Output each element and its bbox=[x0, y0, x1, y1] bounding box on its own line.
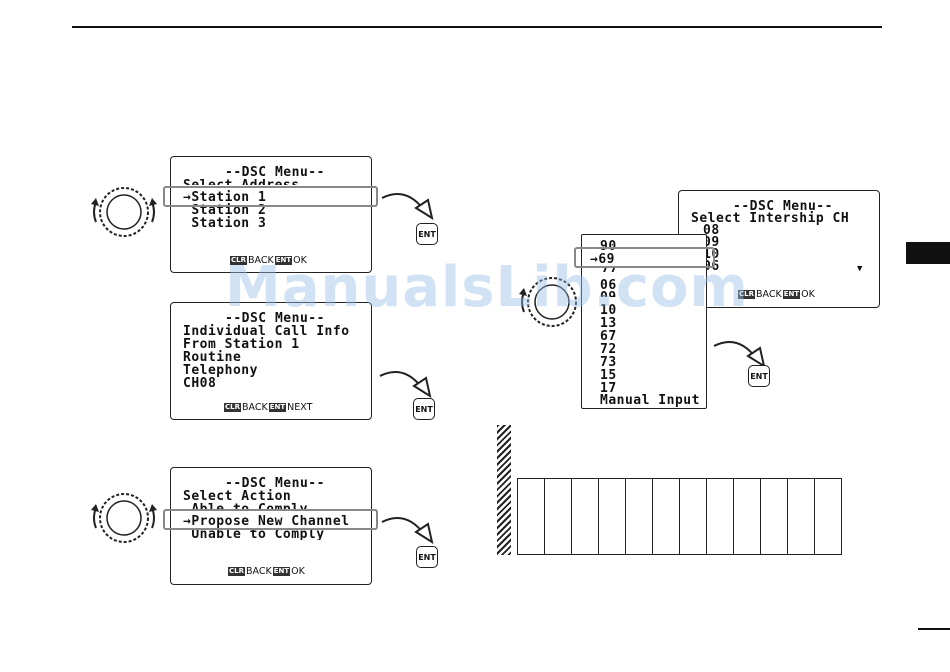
dial-knob-icon bbox=[519, 277, 577, 327]
screen-line: Telephony bbox=[183, 363, 258, 378]
screen-line: Individual Call Info bbox=[183, 324, 350, 339]
ent-key: ENT bbox=[748, 365, 770, 387]
screen-title: --DSC Menu-- bbox=[225, 311, 325, 326]
channel-list-panel: 90 →69 77 06 09 10 13 67 72 73 15 17 Man… bbox=[581, 234, 707, 409]
ent-key: ENT bbox=[416, 546, 438, 568]
list-item: 06 bbox=[600, 278, 617, 293]
section-tab bbox=[906, 242, 950, 264]
header-rule bbox=[72, 26, 882, 28]
list-item: Manual Input bbox=[600, 393, 700, 408]
screen-line: Able to Comply bbox=[183, 503, 308, 510]
list-item: 67 bbox=[600, 329, 617, 344]
scroll-indicator-icon: ▼ bbox=[857, 264, 863, 274]
lcd-screen-select-action: --DSC Menu-- Select Action Able to Compl… bbox=[170, 467, 372, 585]
screen-line: Station 2 bbox=[183, 203, 267, 218]
grid-cell bbox=[653, 479, 680, 554]
screen-title: --DSC Menu-- bbox=[225, 476, 325, 491]
grid-cell bbox=[518, 479, 545, 554]
screen-line: 08 bbox=[703, 223, 720, 238]
list-item: 17 bbox=[600, 381, 617, 396]
selection-highlight bbox=[163, 509, 378, 530]
list-item: 09 bbox=[600, 291, 617, 297]
screen-line: From Station 1 bbox=[183, 337, 300, 352]
screen-line: Select Address bbox=[183, 179, 300, 185]
curved-arrow-icon bbox=[713, 341, 766, 369]
screen-line: Select Action bbox=[183, 489, 292, 504]
note-hatch-bar bbox=[497, 425, 511, 555]
list-item: 13 bbox=[600, 316, 617, 331]
dial-knob-icon bbox=[91, 493, 157, 543]
grid-cell bbox=[734, 479, 761, 554]
grid-cell bbox=[788, 479, 815, 554]
list-item: 73 bbox=[600, 355, 617, 370]
grid-cell bbox=[680, 479, 707, 554]
screen-line: Unable to Comply bbox=[183, 528, 325, 540]
screen-line-selected: →Station 1 bbox=[183, 190, 267, 205]
grid-cell bbox=[815, 479, 841, 554]
page-number-rule bbox=[918, 628, 950, 630]
dial-knob-icon bbox=[91, 187, 157, 237]
list-item: 15 bbox=[600, 368, 617, 383]
screen-line: Station 3 bbox=[183, 216, 267, 231]
screen-line: CH08 bbox=[183, 376, 217, 391]
ent-key: ENT bbox=[413, 398, 435, 420]
screen-line: 10 bbox=[703, 247, 720, 262]
screen-line: Select Intership CH bbox=[691, 211, 850, 226]
lcd-screen-call-info: --DSC Menu-- Individual Call Info From S… bbox=[170, 302, 372, 420]
list-item-selected: →69 bbox=[590, 252, 615, 267]
curved-arrow-icon bbox=[381, 517, 434, 545]
ent-key: ENT bbox=[416, 223, 438, 245]
grid-cell bbox=[545, 479, 572, 554]
screen-title: --DSC Menu-- bbox=[733, 199, 833, 214]
list-item: 90 bbox=[600, 239, 617, 254]
list-item: 72 bbox=[600, 342, 617, 357]
selection-highlight bbox=[163, 186, 378, 207]
grid-cell bbox=[707, 479, 734, 554]
grid-cell bbox=[599, 479, 626, 554]
lcd-screen-select-address: --DSC Menu-- Select Address →Station 1 S… bbox=[170, 156, 372, 273]
channel-grid-table bbox=[517, 478, 842, 555]
screen-line-selected: →Propose New Channel bbox=[183, 514, 350, 529]
screen-line: 09 bbox=[703, 235, 720, 250]
curved-arrow-icon bbox=[379, 371, 432, 399]
watermark: ManualsLib.com bbox=[225, 255, 749, 320]
list-item: 77 bbox=[600, 266, 617, 272]
curved-arrow-icon bbox=[381, 193, 434, 221]
selection-highlight bbox=[574, 247, 715, 268]
lcd-screen-intership-ch: --DSC Menu-- Select Intership CH 08 09 1… bbox=[678, 190, 880, 308]
screen-title: --DSC Menu-- bbox=[225, 165, 325, 180]
list-item: 10 bbox=[600, 303, 617, 318]
grid-cell bbox=[626, 479, 653, 554]
grid-cell bbox=[761, 479, 788, 554]
grid-cell bbox=[572, 479, 599, 554]
screen-line: Routine bbox=[183, 350, 242, 365]
